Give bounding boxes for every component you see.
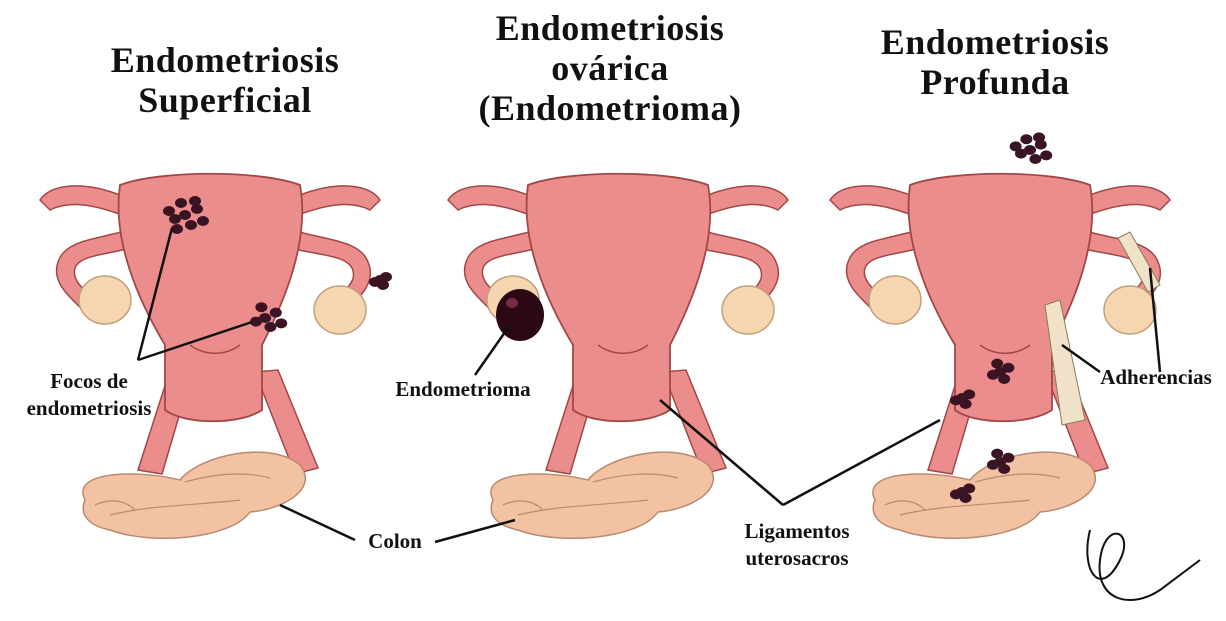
panel1-colon — [83, 452, 305, 538]
panel3-lesion-top-6 — [1040, 150, 1052, 160]
panel1-lesion-fundus-7 — [163, 206, 175, 216]
panel3-lesion-colon-2-4 — [960, 493, 972, 503]
panel3-lesion-body-5 — [991, 359, 1003, 369]
panel1-lesion-body-2 — [270, 308, 282, 318]
panel3-lesion-top-8 — [1033, 132, 1045, 142]
title-deep: Endometriosis Profunda — [850, 22, 1140, 102]
label-adhesions: Adherencias — [1088, 364, 1224, 391]
panel2-pointer-colon — [435, 520, 515, 542]
panel1-lesion-fundus-5 — [175, 198, 187, 208]
panel2-tube-left-upper — [448, 186, 530, 215]
panel3-lesion-ligament-2 — [963, 389, 975, 399]
panel3-lesion-body-3 — [987, 370, 999, 380]
panel3-lesion-top-5 — [1020, 134, 1032, 144]
panel3-lesion-top-7 — [1010, 141, 1022, 151]
label-foci: Focos de endometriosis — [4, 368, 174, 422]
panel1-lesion-fundus-6 — [197, 216, 209, 226]
signature — [1087, 530, 1200, 600]
panel3-ovary-right — [1104, 286, 1156, 334]
panel1-ovary-left — [79, 276, 131, 324]
panel2-colon — [491, 452, 713, 538]
panel3-lesion-top-4 — [1029, 154, 1041, 164]
panel1-lesion-body-6 — [275, 318, 287, 328]
panel1-pointer-colon — [280, 505, 355, 540]
panel1-lesion-fundus-4 — [185, 220, 197, 230]
panel3-tube-left-upper — [830, 186, 912, 215]
title-superficial: Endometriosis Superficial — [80, 40, 370, 120]
panel2-ovary-right — [722, 286, 774, 334]
panel3-lesion-colon-2-2 — [963, 483, 975, 493]
panel3-lesion-colon-1-4 — [998, 464, 1010, 474]
title-ovarian: Endometriosis ovárica (Endometrioma) — [455, 8, 765, 128]
panel1-lesion-body-5 — [255, 302, 267, 312]
panel1-tube-right-upper — [298, 186, 380, 215]
panel1-lesion-body-4 — [264, 322, 276, 332]
panel3-colon — [873, 452, 1095, 538]
panel3-lesion-ligament-4 — [960, 399, 972, 409]
panel2-endometrioma-highlight — [506, 298, 518, 308]
panel1-tube-left-upper — [40, 186, 122, 215]
panel2-pointer-endometrioma — [475, 325, 510, 375]
panel3-lesion-colon-1-2 — [1002, 453, 1014, 463]
panel2-tube-right-upper — [706, 186, 788, 215]
label-ligaments: Ligamentos uterosacros — [722, 518, 872, 572]
panel3-lesion-colon-1-3 — [987, 460, 999, 470]
panel1-lesion-ovary-4 — [377, 280, 389, 290]
panel3-lesion-colon-1-5 — [991, 449, 1003, 459]
panel3-lesion-body-4 — [998, 374, 1010, 384]
panel1-ovary-right — [314, 286, 366, 334]
panel3-tube-right-upper — [1088, 186, 1170, 215]
label-colon: Colon — [355, 528, 435, 555]
panel1-lesion-fundus-8 — [189, 196, 201, 206]
panel3-ovary-left — [869, 276, 921, 324]
label-endometrioma: Endometrioma — [383, 376, 543, 403]
panel3-lesion-body-2 — [1002, 363, 1014, 373]
